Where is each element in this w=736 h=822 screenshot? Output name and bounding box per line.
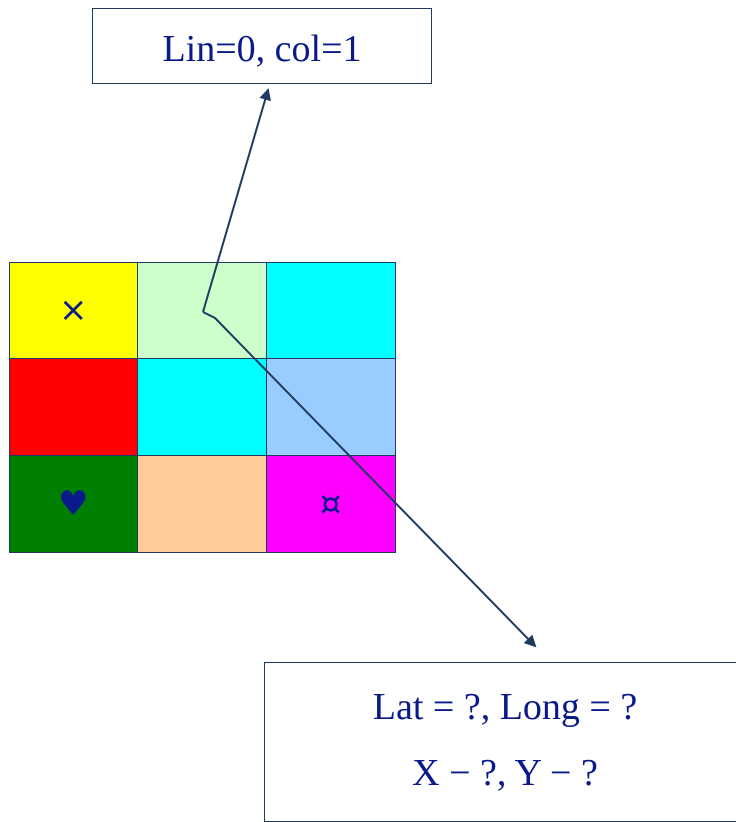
grid-cell-r0-c1 bbox=[136, 261, 267, 359]
grid-cell-r2-c0: ♥ bbox=[8, 454, 138, 553]
bottom-label-line2: X − ?, Y − ? bbox=[412, 752, 598, 794]
bottom-label-line1: Lat = ?, Long = ? bbox=[372, 686, 638, 728]
currency-icon: ¤ bbox=[319, 483, 342, 524]
heart-icon: ♥ bbox=[58, 483, 89, 524]
grid-cell-r0-c0: × bbox=[8, 261, 138, 359]
grid-cell-r2-c2: ¤ bbox=[265, 454, 396, 553]
color-grid: × ♥ ¤ bbox=[8, 261, 396, 553]
cross-icon: × bbox=[59, 290, 88, 331]
top-label-box: Lin=0, col=1 bbox=[92, 8, 432, 84]
grid-cell-r1-c1 bbox=[136, 357, 267, 456]
top-label-text: Lin=0, col=1 bbox=[162, 28, 362, 70]
grid-cell-r1-c2 bbox=[265, 357, 396, 456]
grid-cell-r2-c1 bbox=[136, 454, 267, 553]
bottom-label-box: Lat = ?, Long = ? X − ?, Y − ? bbox=[264, 662, 736, 822]
grid-cell-r0-c2 bbox=[265, 261, 396, 359]
grid-cell-r1-c0 bbox=[8, 357, 138, 456]
